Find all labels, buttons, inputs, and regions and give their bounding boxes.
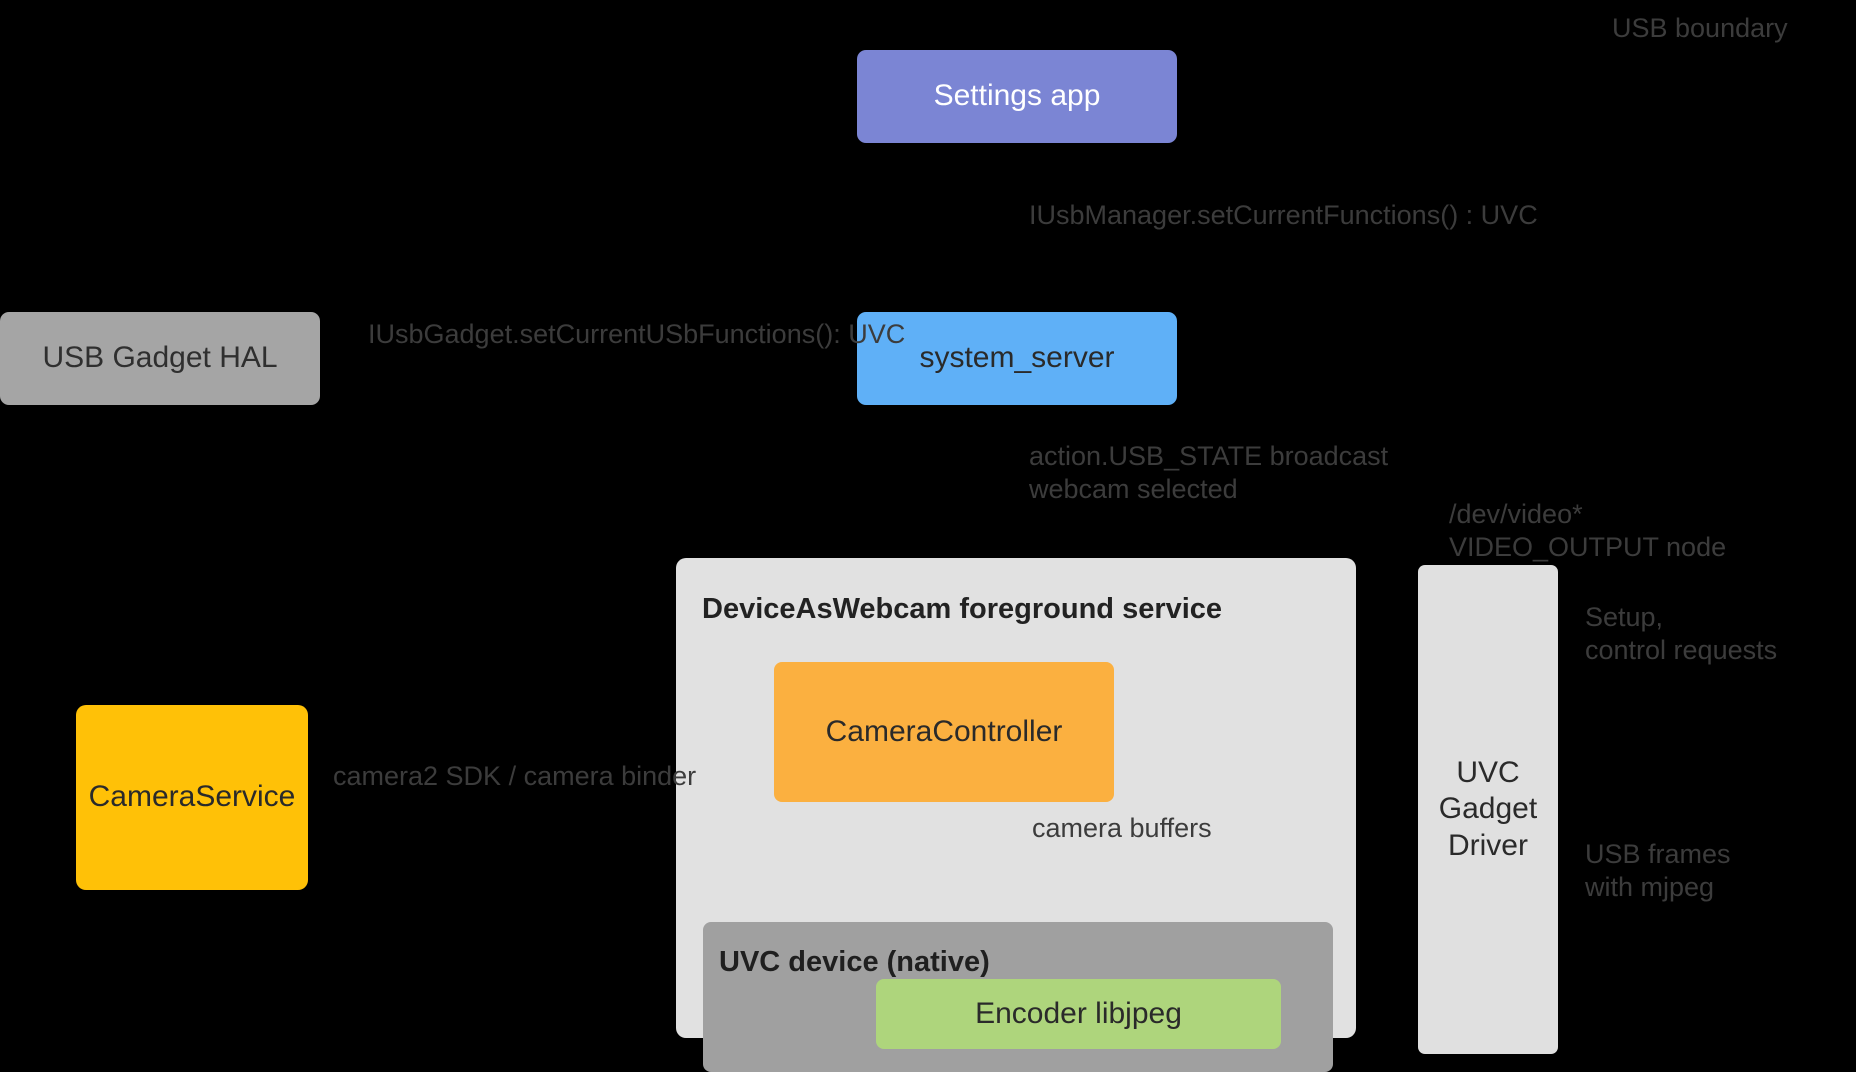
label-camera2-sdk-binder: camera2 SDK / camera binder <box>333 761 697 791</box>
label-camera-buffers: camera buffers <box>1032 813 1212 843</box>
label-setup-control-requests: Setup, control requests <box>1585 602 1778 666</box>
label-usb-state-broadcast: action.USB_STATE broadcast webcam select… <box>1029 441 1389 505</box>
node-camera-service[interactable]: CameraService <box>76 705 308 890</box>
node-uvc-device-native[interactable]: UVC device (native) Encoder libjpeg <box>703 922 1333 1072</box>
node-uvc-gadget-driver[interactable]: UVC Gadget Driver <box>1418 565 1558 1054</box>
node-system-server[interactable]: system_server <box>857 312 1177 405</box>
node-encoder-libjpeg[interactable]: Encoder libjpeg <box>876 979 1281 1049</box>
label-iusbmanager-setcurrentfunctions: IUsbManager.setCurrentFunctions() : UVC <box>1029 200 1538 230</box>
deviceaswebcam-service-title: DeviceAsWebcam foreground service <box>702 593 1223 625</box>
node-usb-gadget-hal[interactable]: USB Gadget HAL <box>0 312 320 405</box>
label-dev-video-node: /dev/video* VIDEO_OUTPUT node <box>1449 499 1727 563</box>
node-deviceaswebcam-service[interactable]: DeviceAsWebcam foreground service Camera… <box>676 558 1356 1072</box>
label-iusbgadget-setcurrentusbfunctions: IUsbGadget.setCurrentUSbFunctions(): UVC <box>368 319 906 349</box>
uvc-device-title: UVC device (native) <box>719 946 990 978</box>
label-usb-frames-mjpeg: USB frames with mjpeg <box>1585 839 1731 903</box>
node-camera-controller[interactable]: CameraController <box>774 662 1114 802</box>
node-settings-app[interactable]: Settings app <box>857 50 1177 143</box>
label-usb-boundary: USB boundary <box>1612 13 1788 43</box>
